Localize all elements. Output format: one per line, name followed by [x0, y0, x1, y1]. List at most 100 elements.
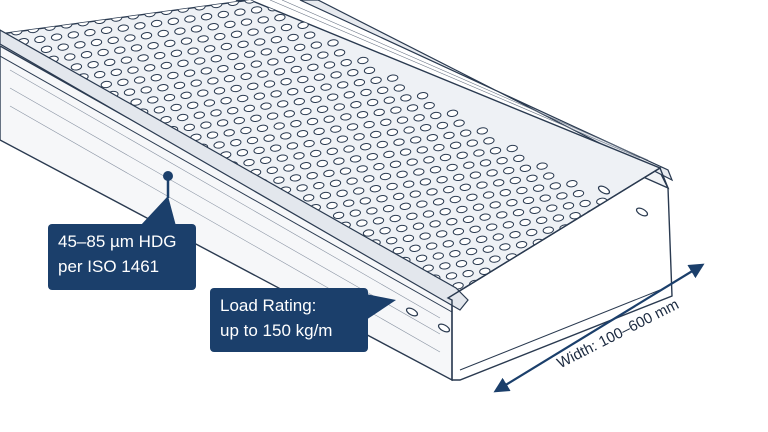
perforation-hole	[552, 268, 564, 276]
perforation-hole	[350, 101, 362, 109]
perforation-hole	[57, 43, 69, 51]
perforation-hole	[346, 123, 359, 131]
perforation-hole	[476, 181, 488, 189]
perforation-hole	[270, 144, 282, 152]
perforation-hole	[286, 142, 299, 150]
perforation-hole	[320, 137, 332, 145]
perforation-hole	[173, 81, 186, 90]
perforation-hole	[549, 182, 561, 190]
perforation-hole	[469, 225, 481, 233]
perforation-hole	[319, 191, 332, 200]
perforation-hole	[327, 39, 339, 47]
perforation-hole	[104, 58, 116, 67]
perforation-hole	[330, 125, 342, 133]
perforation-hole	[217, 65, 229, 73]
perforation-hole	[293, 97, 305, 106]
perforation-hole	[562, 256, 574, 264]
perforation-hole	[373, 162, 385, 171]
perforation-hole	[366, 153, 378, 161]
perforation-hole	[270, 36, 283, 44]
perforation-hole	[383, 150, 395, 159]
perforation-hole	[472, 203, 485, 211]
perforation-hole	[356, 111, 369, 119]
perforation-hole	[423, 101, 435, 110]
perforation-hole	[343, 199, 355, 207]
perforation-hole	[526, 228, 538, 237]
perforation-hole	[190, 79, 202, 87]
perforation-hole	[635, 257, 648, 265]
perforation-hole	[273, 68, 286, 76]
perforation-hole	[366, 207, 378, 215]
perforation-hole	[296, 130, 309, 138]
perforation-hole	[449, 141, 462, 149]
perforation-hole	[396, 116, 409, 124]
coating-leader-pointer	[140, 196, 176, 226]
perforation-hole	[287, 88, 299, 96]
perforation-hole	[502, 275, 514, 283]
perforation-hole	[306, 117, 319, 126]
perforation-hole	[489, 255, 501, 263]
perforation-hole	[160, 61, 172, 70]
perforation-hole	[207, 77, 219, 85]
perforation-hole	[566, 180, 578, 188]
load-callout-line1: Load Rating:	[220, 296, 317, 315]
perforation-hole	[294, 43, 306, 52]
perforation-hole	[546, 204, 558, 212]
perforation-hole	[612, 249, 624, 257]
perforation-hole	[307, 63, 319, 71]
perforation-hole	[170, 103, 182, 112]
far-wall-hatching	[269, 0, 649, 161]
perforation-hole	[144, 64, 156, 72]
perforation-hole	[120, 56, 133, 64]
perforation-hole	[264, 26, 276, 34]
perforation-hole	[323, 115, 335, 123]
perforation-hole	[409, 190, 421, 198]
near-wall-edge	[0, 55, 453, 313]
width-dimension-arrow	[493, 263, 705, 393]
perforation-hole	[476, 127, 488, 135]
perforation-hole	[326, 147, 338, 155]
perforation-hole	[446, 163, 458, 172]
perforation-hole	[223, 129, 235, 137]
perforation-hole	[466, 193, 478, 201]
perforation-hole	[313, 181, 325, 190]
coating-callout-line1: 45–85 µm HDG	[58, 232, 177, 251]
perforation-hole	[625, 269, 637, 277]
perforation-hole	[240, 126, 252, 135]
perforation-hole	[339, 167, 352, 175]
perforation-hole	[463, 161, 475, 169]
perforation-hole	[306, 172, 318, 180]
perforation-hole	[559, 278, 571, 286]
perforation-hole	[539, 194, 551, 202]
perforation-hole	[629, 247, 641, 255]
perforation-hole	[549, 236, 561, 244]
perforation-hole	[536, 162, 548, 170]
perforation-hole	[297, 75, 309, 84]
perforation-hole	[154, 51, 166, 60]
perforation-hole	[280, 78, 292, 86]
perforation-hole	[266, 166, 278, 174]
perforation-hole	[655, 232, 660, 241]
perforation-hole	[260, 156, 272, 164]
perforation-hole	[253, 146, 265, 155]
load-callout-line2: up to 150 kg/m	[220, 321, 333, 340]
perforation-hole	[479, 213, 491, 221]
perforation-hole	[492, 233, 504, 241]
perforation-hole	[80, 51, 93, 59]
perforation-hole	[676, 263, 687, 271]
perforation-hole	[496, 157, 508, 165]
perforation-hole	[429, 166, 442, 174]
perforation-hole	[293, 152, 305, 160]
perforation-hole	[393, 138, 405, 146]
perforation-hole	[280, 132, 292, 140]
perforation-hole	[422, 210, 435, 218]
perforation-hole	[250, 60, 262, 68]
perforation-hole	[433, 143, 445, 152]
perforation-hole	[273, 176, 285, 184]
perforation-hole	[206, 131, 219, 139]
perforation-hole	[519, 164, 532, 172]
perforation-hole	[579, 199, 591, 208]
perforation-hole	[336, 189, 348, 197]
perforation-hole	[595, 251, 608, 260]
